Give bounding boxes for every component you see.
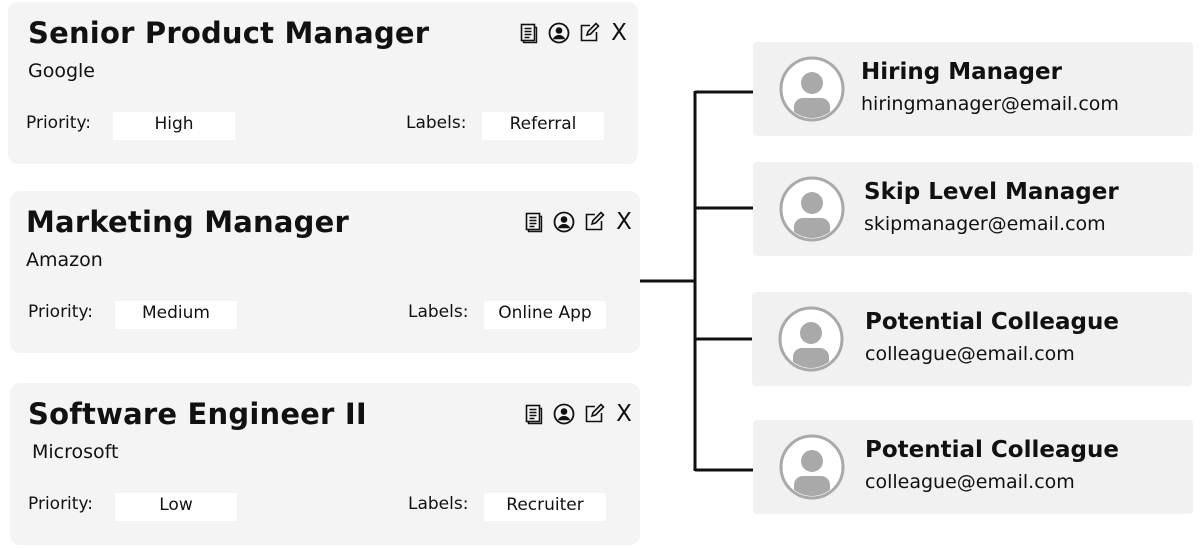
labels-field[interactable]: Referral bbox=[482, 112, 604, 140]
contact-card[interactable]: Skip Level Manager skipmanager@email.com bbox=[753, 162, 1193, 256]
labels-field[interactable]: Online App bbox=[484, 301, 606, 329]
job-company: Amazon bbox=[26, 249, 103, 271]
job-card[interactable]: Marketing Manager Amazon X Priority: Med… bbox=[10, 191, 640, 353]
edit-icon[interactable] bbox=[583, 211, 605, 233]
user-avatar-icon bbox=[779, 176, 845, 242]
priority-label: Priority: bbox=[26, 113, 91, 133]
labels-field[interactable]: Recruiter bbox=[484, 493, 606, 521]
contact-name: Potential Colleague bbox=[865, 437, 1119, 463]
priority-field[interactable]: Low bbox=[115, 493, 237, 521]
job-title: Senior Product Manager bbox=[28, 16, 430, 50]
job-company: Google bbox=[28, 60, 96, 82]
edit-icon[interactable] bbox=[583, 403, 605, 425]
document-icon[interactable] bbox=[523, 403, 545, 425]
edit-icon[interactable] bbox=[578, 22, 600, 44]
user-avatar-icon bbox=[778, 306, 844, 372]
close-icon[interactable]: X bbox=[616, 209, 632, 235]
job-company: Microsoft bbox=[32, 441, 119, 463]
job-card[interactable]: Software Engineer II Microsoft X Priorit… bbox=[10, 383, 640, 545]
job-title: Marketing Manager bbox=[26, 205, 349, 239]
user-circle-icon[interactable] bbox=[548, 22, 570, 44]
job-card-actions: X bbox=[518, 20, 630, 46]
labels-label: Labels: bbox=[406, 113, 467, 133]
document-icon[interactable] bbox=[518, 22, 540, 44]
document-icon[interactable] bbox=[523, 211, 545, 233]
priority-label: Priority: bbox=[28, 494, 93, 514]
contact-email[interactable]: colleague@email.com bbox=[865, 343, 1075, 365]
contact-email[interactable]: colleague@email.com bbox=[865, 471, 1075, 493]
priority-field[interactable]: High bbox=[113, 112, 235, 140]
contact-name: Hiring Manager bbox=[861, 59, 1062, 85]
job-card-actions: X bbox=[523, 401, 635, 427]
labels-label: Labels: bbox=[408, 494, 469, 514]
user-circle-icon[interactable] bbox=[553, 211, 575, 233]
user-avatar-icon bbox=[779, 434, 845, 500]
job-card[interactable]: Senior Product Manager Google X Priority… bbox=[8, 2, 638, 164]
user-circle-icon[interactable] bbox=[553, 403, 575, 425]
contact-name: Skip Level Manager bbox=[864, 179, 1119, 205]
close-icon[interactable]: X bbox=[616, 401, 632, 427]
user-avatar-icon bbox=[779, 56, 845, 122]
labels-label: Labels: bbox=[408, 302, 469, 322]
job-title: Software Engineer II bbox=[28, 397, 367, 431]
contact-name: Potential Colleague bbox=[865, 309, 1119, 335]
contact-email[interactable]: hiringmanager@email.com bbox=[861, 93, 1119, 115]
contact-card[interactable]: Hiring Manager hiringmanager@email.com bbox=[753, 42, 1193, 136]
contact-email[interactable]: skipmanager@email.com bbox=[864, 213, 1106, 235]
contact-card[interactable]: Potential Colleague colleague@email.com bbox=[753, 420, 1193, 514]
priority-label: Priority: bbox=[28, 302, 93, 322]
contact-card[interactable]: Potential Colleague colleague@email.com bbox=[752, 292, 1192, 386]
priority-field[interactable]: Medium bbox=[115, 301, 237, 329]
close-icon[interactable]: X bbox=[611, 20, 627, 46]
job-card-actions: X bbox=[523, 209, 635, 235]
